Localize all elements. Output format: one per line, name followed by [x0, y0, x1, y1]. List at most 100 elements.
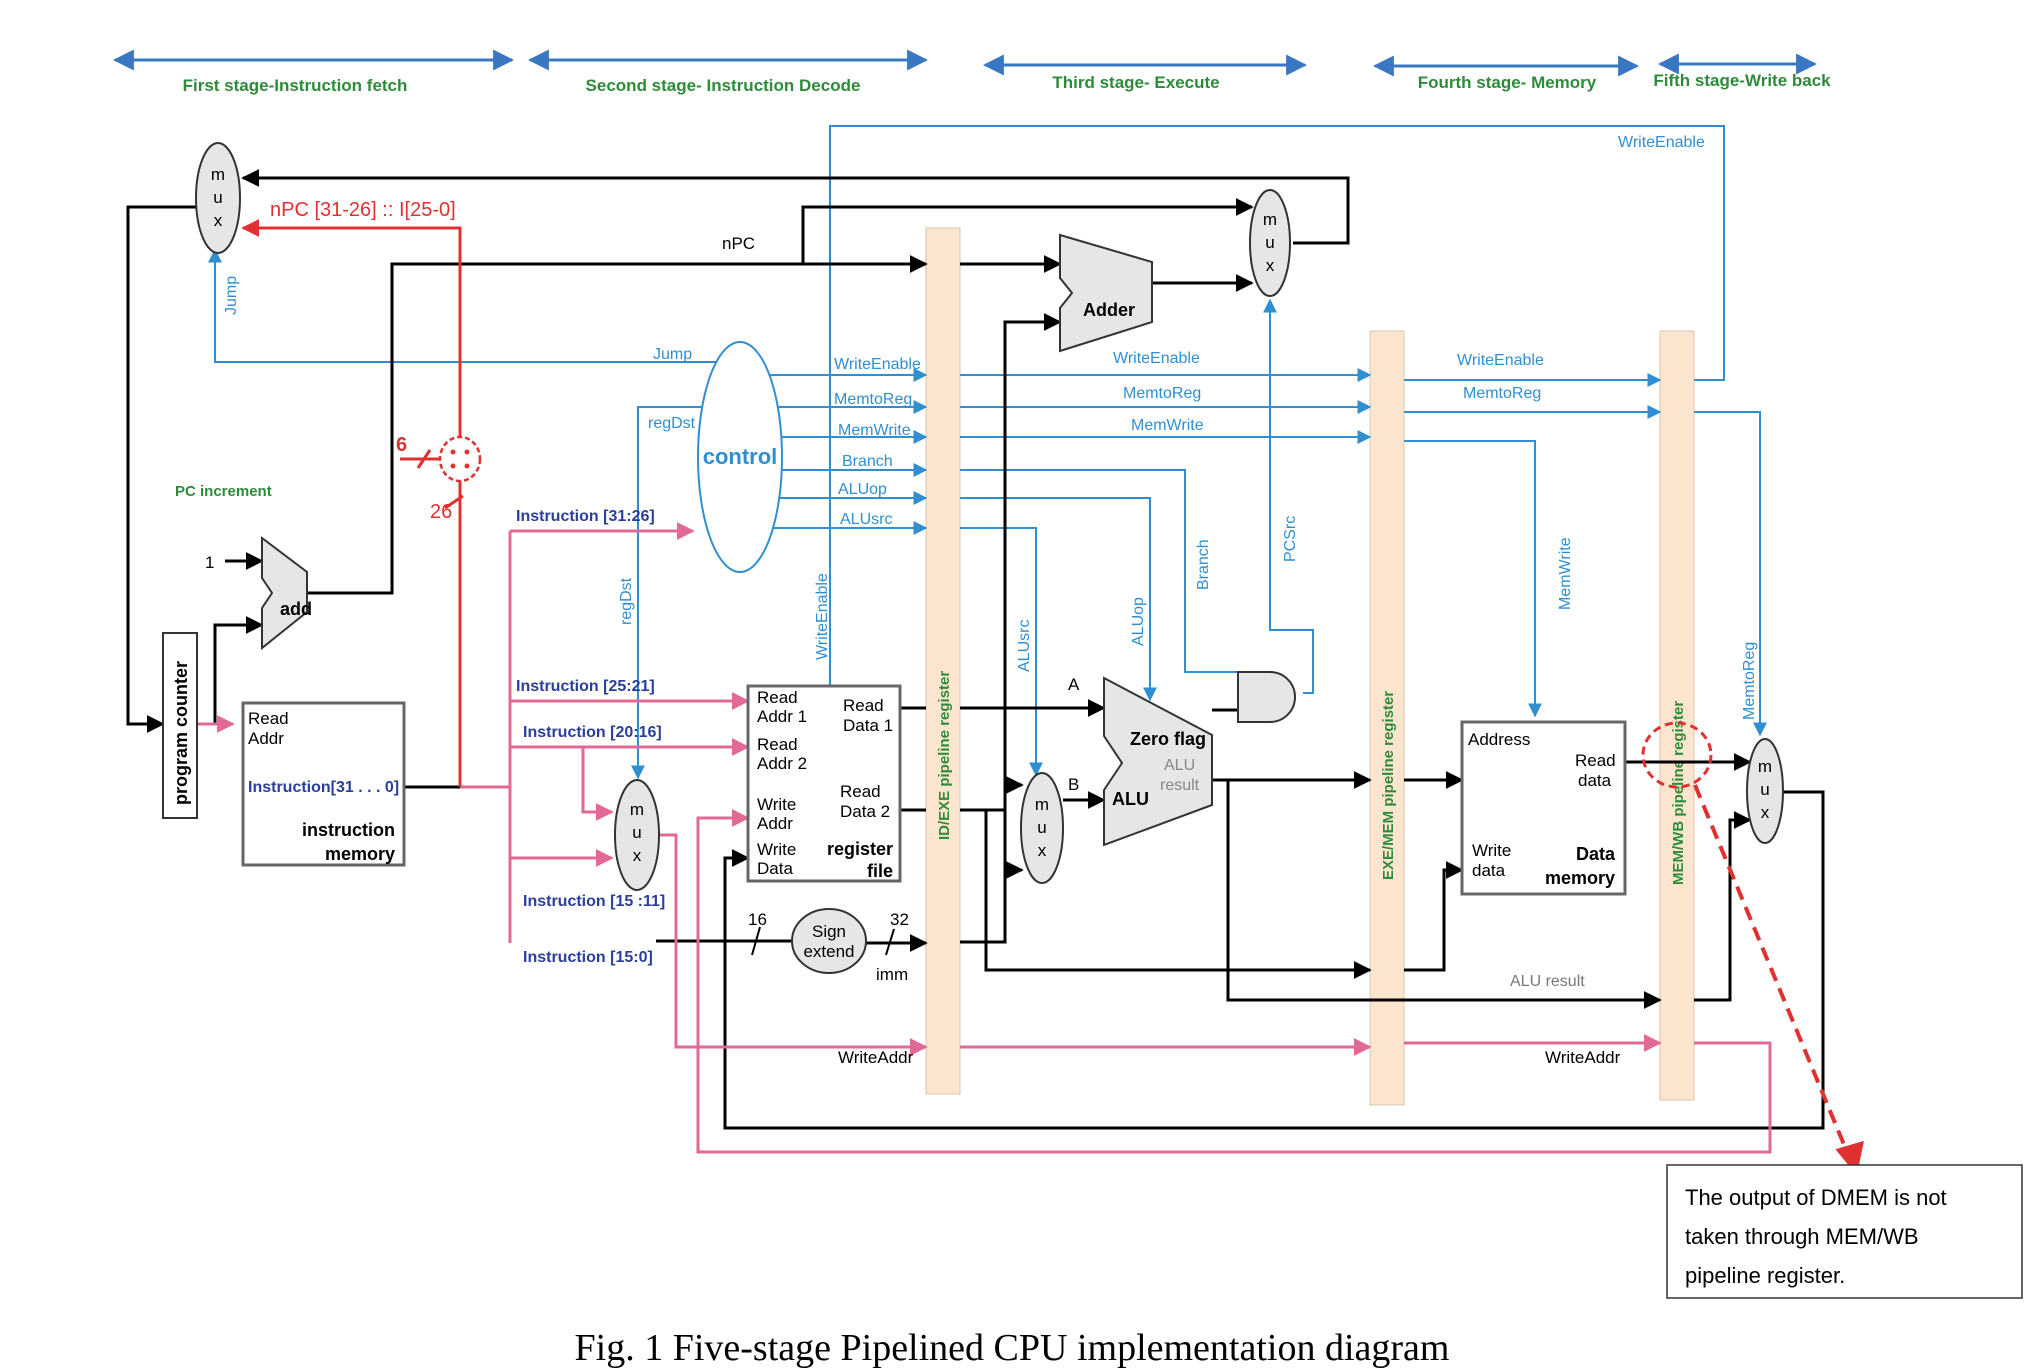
mux-label-u: u	[213, 188, 222, 207]
adder-label: Adder	[1083, 300, 1135, 320]
mux-label-m: m	[1758, 757, 1772, 776]
sign-extend: Sign extend	[791, 908, 867, 974]
mux-label-m: m	[630, 800, 644, 819]
branch-and-gate	[1237, 671, 1296, 723]
imem-read-label: Read	[248, 709, 289, 728]
instr-field-op: Instruction [31:26]	[516, 508, 655, 525]
branch-adder: Adder	[1059, 233, 1153, 353]
jump-address-label: nPC [31-26] :: I[25-0]	[270, 199, 456, 221]
data-wires	[126, 169, 1825, 1130]
rf-read-data1-a: Read	[843, 696, 884, 715]
instr-field-imm: Instruction [15:0]	[523, 949, 653, 966]
writeback-mux: m u x	[1746, 738, 1784, 844]
regdst-mux: m u x	[614, 779, 660, 891]
sign-label: Sign	[812, 922, 846, 941]
alu-result-label-1: ALU	[1164, 757, 1195, 774]
instr-field-rs: Instruction [25:21]	[516, 678, 655, 695]
imem-title-2: memory	[325, 844, 395, 864]
rf-read-data2-a: Read	[840, 782, 881, 801]
branch-mux: m u x	[1249, 189, 1291, 297]
stage-memory-label: Fourth stage- Memory	[1418, 73, 1597, 92]
rf-read-addr1-a: Read	[757, 688, 798, 707]
sig-regdst-vertical: regDst	[618, 577, 635, 625]
data-memory: Address Read data Write data Data memory	[1460, 720, 1627, 896]
mux-label-x: x	[633, 846, 642, 865]
rf-write-data-b: Data	[757, 859, 793, 878]
rf-read-data1-b: Data 1	[843, 716, 893, 735]
mux-label-m: m	[1035, 795, 1049, 814]
imem-title-1: instruction	[302, 820, 395, 840]
input-b-label: B	[1068, 775, 1079, 794]
rf-read-addr2-b: Addr 2	[757, 754, 807, 773]
sig-memwrite: MemWrite	[838, 422, 911, 439]
stage-headers: First stage-Instruction fetch Second sta…	[112, 49, 1831, 95]
sig-jump: Jump	[653, 346, 692, 363]
concat-node	[438, 435, 482, 483]
twentysix-bits-label: 26	[430, 501, 452, 523]
add-label: add	[280, 599, 312, 619]
sig-memwrite-vertical: MemWrite	[1557, 537, 1574, 610]
program-counter-label: program counter	[171, 661, 191, 805]
sig-writeaddr-id: WriteAddr	[838, 1048, 914, 1067]
jump-path	[241, 219, 464, 787]
mux-label-u: u	[1037, 818, 1046, 837]
sig-pcsrc-vertical: PCSrc	[1282, 516, 1299, 562]
imem-instruction-label: Instruction[31 . . . 0]	[248, 779, 399, 796]
stage-execute-label: Third stage- Execute	[1052, 73, 1219, 92]
rf-write-addr-b: Addr	[757, 814, 793, 833]
mux-label-m: m	[1263, 210, 1277, 229]
six-bits-label: 6	[396, 434, 407, 456]
pc-adder: add	[261, 535, 312, 651]
control-label: control	[703, 444, 778, 469]
sig-mw-exe: MemWrite	[1131, 417, 1204, 434]
instr-field-rt: Instruction [20:16]	[523, 724, 662, 741]
dmem-annotation: The output of DMEM is not taken through …	[1641, 721, 2023, 1299]
mem-wb-register	[1659, 330, 1695, 1101]
sig-aluop-vertical: ALUop	[1130, 597, 1147, 646]
rf-read-data2-b: Data 2	[840, 802, 890, 821]
alu-result-label-2: result	[1160, 777, 1200, 794]
mux-label-x: x	[1266, 256, 1275, 275]
extend-label: extend	[803, 942, 854, 961]
dm-title-2: memory	[1545, 868, 1615, 888]
mux-label-x: x	[1761, 803, 1770, 822]
rf-read-addr2-a: Read	[757, 735, 798, 754]
rf-write-addr-a: Write	[757, 795, 796, 814]
pc-select-mux: m u x	[195, 142, 241, 254]
sig-aluop: ALUop	[838, 481, 887, 498]
mux-label-u: u	[1760, 780, 1769, 799]
stage-decode-label: Second stage- Instruction Decode	[586, 76, 861, 95]
signal-labels: Jump Jump regDst regDst WriteEnable Memt…	[223, 134, 1758, 1067]
control-unit: control	[697, 341, 783, 573]
dm-title-1: Data	[1576, 844, 1616, 864]
dm-write-data-label: data	[1472, 861, 1506, 880]
sig-branch: Branch	[842, 453, 893, 470]
mux-label-x: x	[1038, 841, 1047, 860]
instruction-memory: Read Addr Instruction[31 . . . 0] instru…	[241, 701, 406, 867]
stage-writeback-label: Fifth stage-Write back	[1653, 71, 1831, 90]
sig-mtr-mem: MemtoReg	[1463, 385, 1541, 402]
rf-read-addr1-b: Addr 1	[757, 707, 807, 726]
id-exe-label: ID/EXE pipeline register	[936, 671, 953, 840]
exe-mem-label: EXE/MEM pipeline register	[1380, 691, 1397, 880]
program-counter: program counter	[162, 632, 198, 819]
figure-caption: Fig. 1 Five-stage Pipelined CPU implemen…	[575, 1327, 1450, 1369]
dm-data-label: data	[1578, 771, 1612, 790]
sig-writeenable: WriteEnable	[834, 356, 921, 373]
register-file: Read Addr 1 Read Addr 2 Write Addr Write…	[746, 684, 902, 883]
mux-label-m: m	[211, 165, 225, 184]
sig-alu-result-mem: ALU result	[1510, 973, 1585, 990]
bits-32-label: 32	[890, 910, 909, 929]
sig-mtr-exe: MemtoReg	[1123, 385, 1201, 402]
sig-jump-vertical: Jump	[223, 276, 240, 315]
alusrc-mux: m u x	[1020, 772, 1064, 884]
input-a-label: A	[1068, 675, 1080, 694]
annotation-line-2: taken through MEM/WB	[1685, 1224, 1919, 1249]
instr-field-rd: Instruction [15 :11]	[523, 893, 665, 910]
sig-regdst: regDst	[648, 415, 696, 432]
id-exe-register	[925, 227, 961, 1095]
sig-branch-vertical: Branch	[1195, 539, 1212, 590]
instruction-field-labels: Instruction [31:26] Instruction [25:21] …	[516, 508, 665, 966]
dm-write-label: Write	[1472, 841, 1511, 860]
